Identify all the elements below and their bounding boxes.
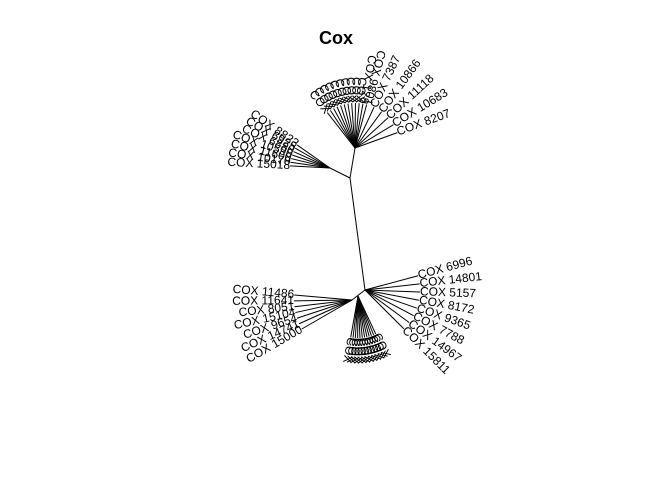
lower-left-label: COX 8051 xyxy=(238,299,296,319)
upper-top-branch xyxy=(347,103,356,149)
lower-bottom-label: COX xyxy=(363,334,383,363)
lower-bottom-label: COX xyxy=(354,338,369,365)
lower-bottom-label: COX xyxy=(351,338,365,364)
upper-top-branch xyxy=(354,104,368,149)
lower-bottom-label: COX xyxy=(344,337,361,364)
upper-left-branch xyxy=(296,144,331,169)
upper-left-branch xyxy=(292,154,331,169)
lower-right-branch xyxy=(364,289,405,330)
lower-bottom-label: COX xyxy=(361,335,380,363)
lower-right-branch xyxy=(364,289,414,317)
plot-title: Cox xyxy=(318,28,353,48)
upper-top-branch xyxy=(340,105,356,149)
upper-top-branch xyxy=(351,103,356,149)
upper-left-label: COX 15018 xyxy=(227,155,291,172)
lower-bottom-branch xyxy=(357,295,377,335)
lower-right-branch xyxy=(364,289,410,324)
upper-top-branch xyxy=(343,104,356,149)
lower-left-branch xyxy=(294,299,353,308)
tree-main-branch xyxy=(349,177,366,291)
upper-left-branch xyxy=(294,147,331,169)
upper-left-branch xyxy=(290,161,331,169)
upper-left-branch xyxy=(291,158,331,169)
lower-right-branch xyxy=(364,289,418,309)
lower-bottom-label: COX xyxy=(348,338,364,365)
lower-left-branch xyxy=(301,299,353,330)
lower-right-label: COX 5157 xyxy=(420,284,477,300)
lower-bottom-label: COX xyxy=(340,336,358,364)
tree-internal-branch xyxy=(351,289,366,301)
upper-right-branch xyxy=(354,124,394,149)
upper-left-branch xyxy=(290,165,331,169)
lower-bottom-label: COX xyxy=(356,337,373,364)
upper-top-branch xyxy=(354,103,360,149)
upper-top-label: COX xyxy=(332,77,352,106)
lower-left-label: COX 11641 xyxy=(232,293,294,308)
lower-right-branch xyxy=(364,283,420,291)
lower-right-branch xyxy=(364,289,420,293)
upper-top-label: COX xyxy=(338,77,356,105)
upper-right-branch xyxy=(354,117,389,149)
lower-bottom-label: COX xyxy=(359,336,377,364)
upper-top-branch xyxy=(336,106,356,149)
upper-top-branch xyxy=(333,108,356,149)
upper-top-label: COX xyxy=(349,77,363,103)
upper-top-branch xyxy=(329,110,356,149)
lower-left-branch xyxy=(295,299,353,314)
lower-left-label: COX 11486 xyxy=(232,282,295,301)
upper-top-label: COX xyxy=(353,77,369,104)
tree-internal-branch xyxy=(349,147,356,179)
lower-right-branch xyxy=(364,275,419,291)
upper-left-branch xyxy=(293,151,331,169)
upper-top-label: COX xyxy=(344,77,360,104)
tree-internal-branch xyxy=(329,167,351,179)
lower-left-branch xyxy=(296,299,353,319)
upper-right-branch xyxy=(354,111,383,149)
lower-left-branch xyxy=(294,294,353,301)
upper-right-branch xyxy=(354,107,375,149)
upper-right-branch xyxy=(354,132,398,149)
lower-left-branch xyxy=(298,299,353,325)
lower-right-branch xyxy=(364,289,420,301)
lower-left-branch xyxy=(293,299,353,302)
upper-top-branch xyxy=(326,112,356,149)
upper-top-branch xyxy=(354,103,364,149)
